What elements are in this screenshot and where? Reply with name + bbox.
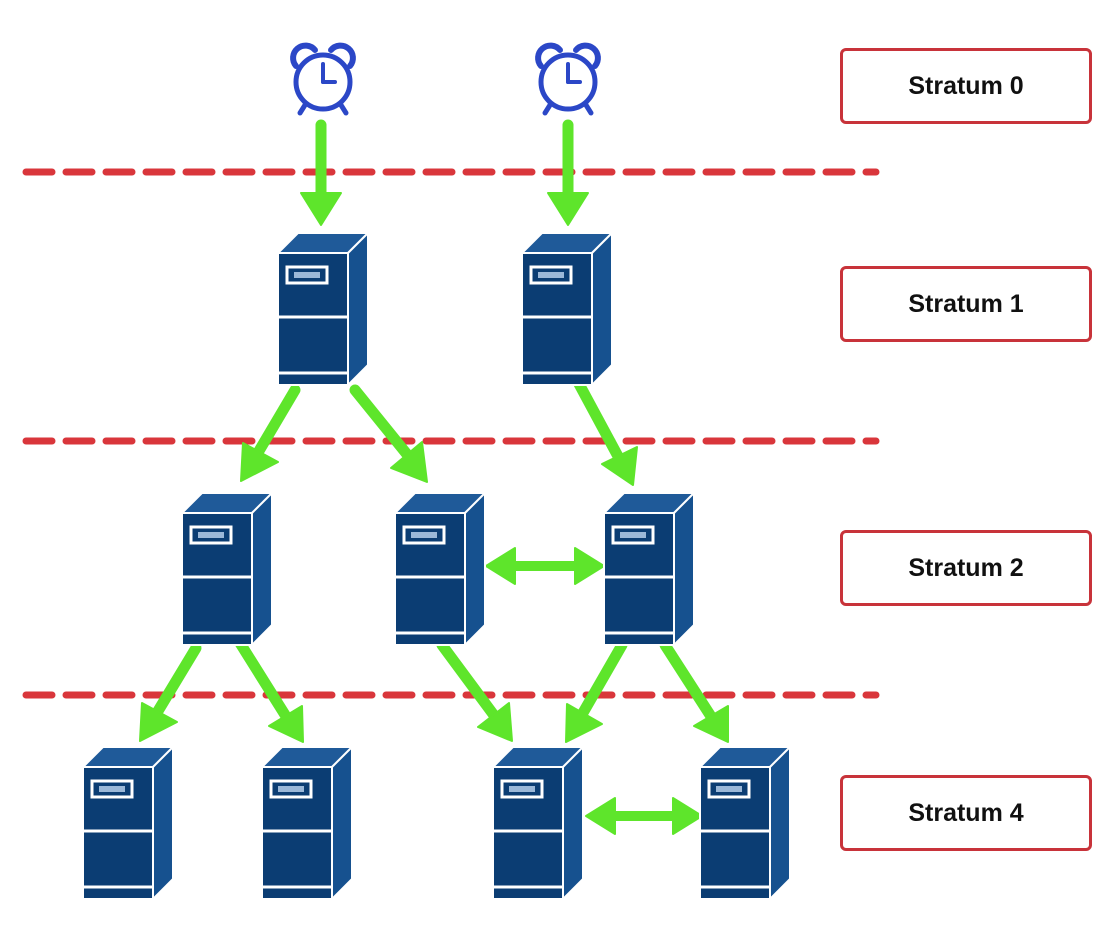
server-tower-icon [698, 745, 792, 901]
stratum-label-text: Stratum 0 [908, 71, 1024, 100]
server-tower-icon [520, 231, 614, 387]
stratum-4-label: Stratum 4 [840, 775, 1092, 851]
arrow-s1b-to-s2c [572, 376, 638, 486]
arrow-s1a-to-s2a [240, 384, 301, 482]
stratum-2-servers [180, 491, 696, 647]
stratum-1-label: Stratum 1 [840, 266, 1092, 342]
server-tower-icon [180, 491, 274, 647]
alarm-clock-icon [293, 46, 353, 113]
arrow-s2c-to-s4c [565, 639, 628, 743]
stratum-2-label: Stratum 2 [840, 530, 1092, 606]
arrow-s2c-to-s4d [659, 639, 729, 743]
server-tower-icon [260, 745, 354, 901]
arrow-clock-b-to-s1-b [547, 119, 589, 226]
stratum-0-sources [293, 46, 598, 113]
stratum-label-text: Stratum 4 [908, 798, 1024, 827]
arrow-s2b-to-s4c [436, 639, 513, 742]
server-tower-icon [602, 491, 696, 647]
stratum-0-label: Stratum 0 [840, 48, 1092, 124]
server-tower-icon [393, 491, 487, 647]
stratum-label-text: Stratum 2 [908, 553, 1024, 582]
server-tower-icon [81, 745, 175, 901]
arrow-s2a-to-s4b [234, 637, 304, 743]
sync-arrows [139, 119, 729, 835]
arrow-s2a-to-s4a [139, 642, 202, 742]
server-tower-icon [491, 745, 585, 901]
arrow-s1a-to-s2b [349, 384, 428, 483]
alarm-clock-icon [538, 46, 598, 113]
arrow-s4c-s4d-bidirectional [585, 797, 703, 835]
arrow-s2b-s2c-bidirectional [485, 547, 605, 585]
stratum-1-servers [276, 231, 614, 387]
arrow-clock-a-to-s1-a [300, 119, 342, 226]
stratum-label-text: Stratum 1 [908, 289, 1024, 318]
server-tower-icon [276, 231, 370, 387]
